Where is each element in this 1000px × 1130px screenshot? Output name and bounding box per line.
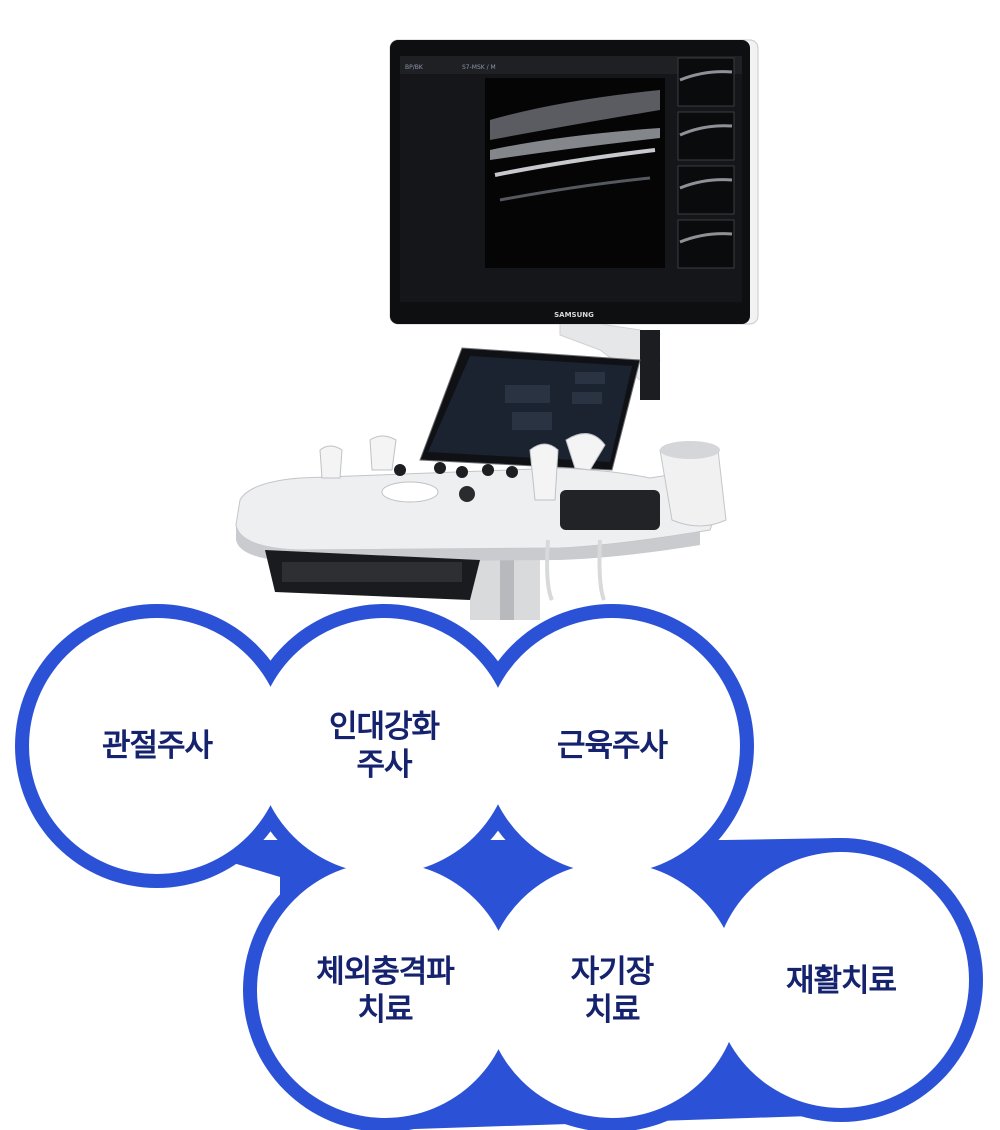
circle-rehab <box>713 852 969 1108</box>
service-label-muscle: 근육주사 <box>556 728 668 764</box>
probe-left <box>319 445 343 479</box>
circle-joint <box>29 618 285 874</box>
screen-header: BP/BK <box>405 64 424 71</box>
brand-logo: SAMSUNG <box>554 311 594 319</box>
circle-magnetic <box>484 862 740 1118</box>
service-label-joint: 관절주사 <box>101 728 213 764</box>
white-circles <box>29 618 969 1118</box>
circle-eswt <box>257 862 513 1118</box>
screen-preset: S7-MSK / M <box>462 64 496 71</box>
circle-prolo <box>256 618 512 874</box>
ultrasound-machine-image: BP/BK S7-MSK / M SAMSUNG <box>235 39 759 620</box>
service-label-rehab: 재활치료 <box>785 963 897 999</box>
service-label-prolo: 인대강화 주사 <box>328 709 440 783</box>
service-label-magnetic: 자기장 치료 <box>570 954 655 1028</box>
service-label-eswt: 체외충격파 치료 <box>316 954 455 1028</box>
circle-muscle <box>484 618 740 874</box>
